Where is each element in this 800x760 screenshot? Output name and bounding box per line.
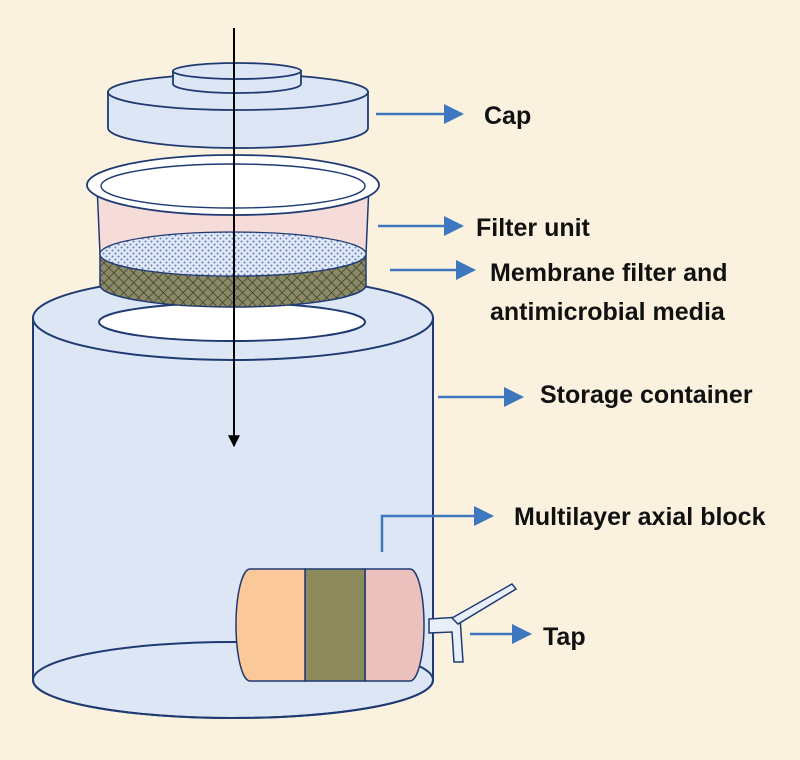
cap: [107, 62, 369, 149]
tap-lever: [450, 583, 518, 625]
label-tap: Tap: [543, 623, 586, 651]
label-membrane-line2: antimicrobial media: [490, 298, 726, 326]
block-layer-2: [304, 568, 366, 682]
tap: [428, 583, 518, 663]
label-storage-container: Storage container: [540, 381, 753, 409]
label-axial-block: Multilayer axial block: [514, 503, 766, 531]
label-filter-unit: Filter unit: [476, 214, 591, 242]
block-layer-3: [364, 568, 425, 682]
container-bottom-rim: [32, 641, 434, 719]
container-opening: [98, 302, 366, 342]
label-cap: Cap: [484, 102, 531, 130]
block-layer-1: [235, 568, 306, 682]
multilayer-axial-block: [235, 568, 425, 682]
label-membrane-line1: Membrane filter and: [490, 259, 728, 287]
axial-block-pointer-arrow: [380, 506, 494, 552]
